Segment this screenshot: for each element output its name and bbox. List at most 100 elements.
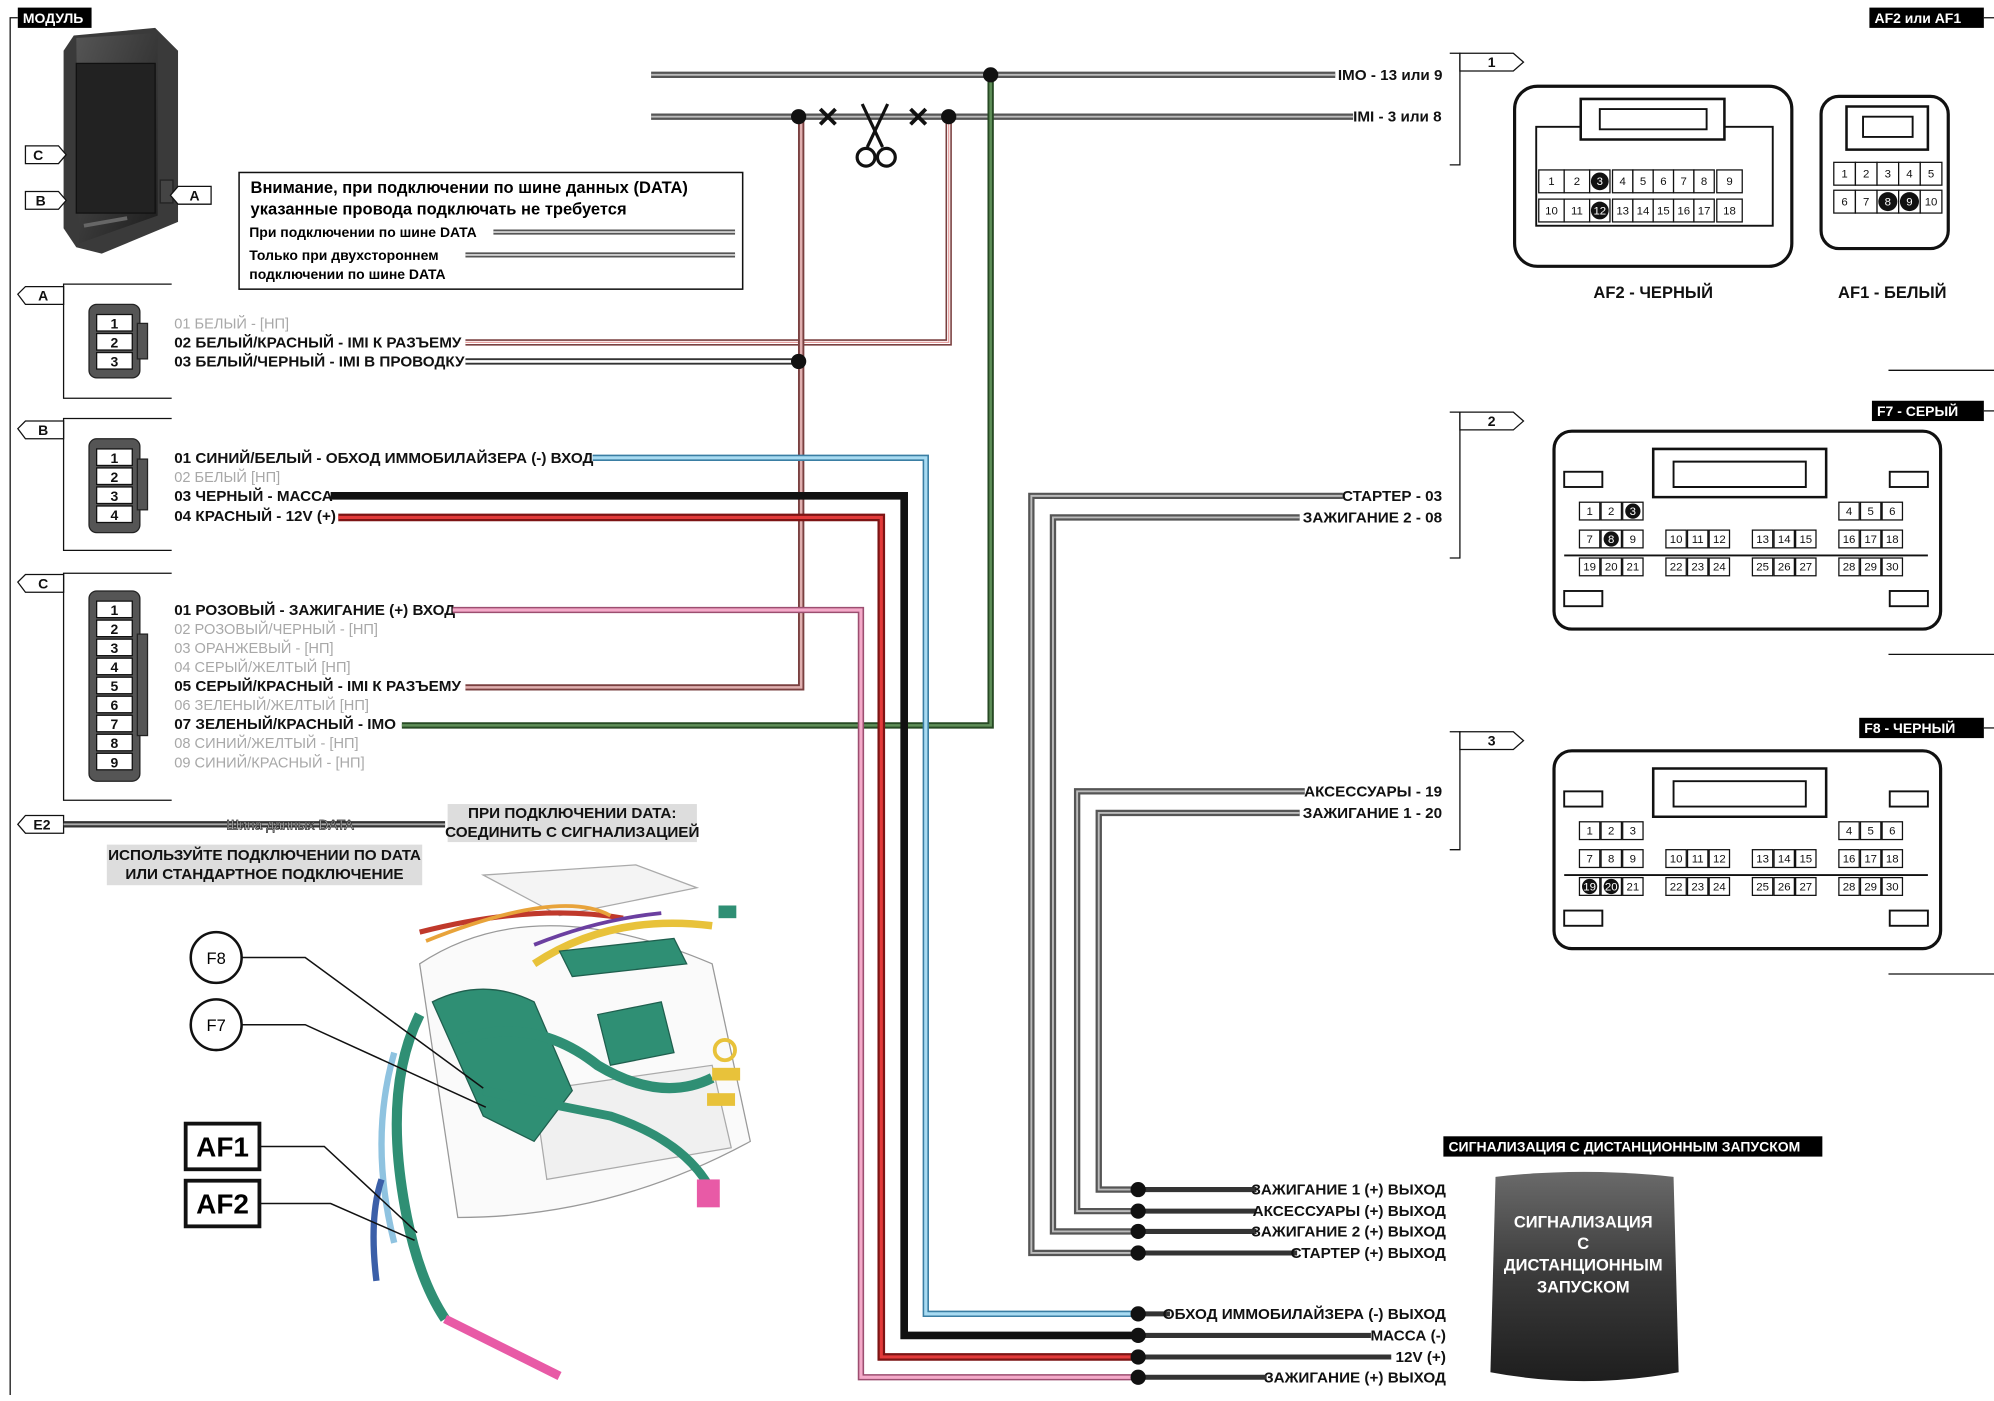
wire-c-05: 05 СЕРЫЙ/КРАСНЫЙ - IMI К РАЗЪЕМУ: [174, 677, 461, 695]
wire-ign2: [1052, 516, 1300, 1233]
notice-row1: При подключении по шине DATA: [249, 224, 476, 240]
connector-b-tag: B: [38, 422, 48, 438]
e2-note1b: СОЕДИНИТЬ С СИГНАЛИЗАЦИЕЙ: [445, 823, 699, 841]
pin-cell: [1751, 849, 1774, 869]
pin-label: 19: [1583, 881, 1596, 893]
label-ign1: ЗАЖИГАНИЕ 1 - 20: [1303, 805, 1442, 822]
dashboard-illustration: F8 F7 AF1 AF2: [183, 864, 752, 1380]
splice-dot: [1130, 1327, 1146, 1344]
pin-label: 17: [1864, 534, 1877, 546]
pin-label: 5: [1928, 169, 1934, 181]
label-ign2: ЗАЖИГАНИЕ 2 - 08: [1303, 510, 1442, 527]
left-frame: МОДУЛЬ: [9, 7, 92, 1396]
pin-label: 17: [1698, 205, 1711, 217]
pin-label: 29: [1864, 881, 1877, 893]
wire-b04: [338, 515, 1132, 1359]
pin-cell: [1838, 849, 1860, 869]
pin-label: 18: [1723, 205, 1736, 217]
wire-ign1: [1095, 809, 1300, 1193]
pin-cell: [1795, 876, 1817, 896]
pin-label: 11: [1692, 534, 1704, 546]
pin-cell: [1693, 169, 1715, 194]
pin-label: 5: [1640, 176, 1646, 188]
pin-label: 1: [1841, 169, 1847, 181]
e2-note2b: ИЛИ СТАНДАРТНОЕ ПОДКЛЮЧЕНИЕ: [125, 866, 403, 883]
e2-note1a: ПРИ ПОДКЛЮЧЕНИИ DATA:: [468, 805, 676, 822]
pin-label: 15: [1799, 534, 1812, 546]
pin-label: 1: [1548, 176, 1554, 188]
pin-label: 16: [1843, 534, 1856, 546]
pin-cell: [1751, 529, 1774, 549]
connector-c-pin: 3: [111, 640, 119, 656]
pin-label: 24: [1713, 881, 1726, 893]
splice-dot: [1130, 1181, 1146, 1198]
pin-cell: [1859, 821, 1882, 841]
wire-c07: [401, 74, 992, 727]
pin-label: 6: [1660, 176, 1666, 188]
pin-label: 27: [1799, 562, 1812, 574]
alarm-output: ЗАЖИГАНИЕ (+) ВЫХОД: [1264, 1369, 1446, 1386]
pin-cell: [1578, 501, 1601, 521]
connector-b-pin: 3: [111, 488, 119, 504]
pin-cell: [1838, 501, 1860, 521]
pin-label: 28: [1843, 562, 1856, 574]
wire-labels-b: 01 СИНИЙ/БЕЛЫЙ - ОБХОД ИММОБИЛАЙЗЕРА (-)…: [174, 449, 593, 525]
connector-e2-tag: E2: [33, 816, 50, 832]
wire-c-07: 07 ЗЕЛЕНЫЙ/КРАСНЫЙ - IMO: [174, 715, 396, 733]
pin-label: 6: [1889, 825, 1895, 837]
group-3: 3: [1488, 733, 1496, 749]
connector-c-pin: 4: [111, 659, 119, 675]
used-pin-marker: [1581, 878, 1598, 895]
wire-c-06: 06 ЗЕЛЕНЫЙ/ЖЕЛТЫЙ [НП]: [174, 696, 369, 714]
pin-label: 2: [1608, 506, 1614, 518]
notice-row2a: Только при двухстороннем: [249, 247, 438, 263]
plug-titles: AF2 или AF1 F7 - СЕРЫЙ F8 - ЧЕРНЫЙ: [1859, 7, 1994, 975]
pin-cell: [1578, 557, 1601, 577]
pin-label: 15: [1799, 853, 1812, 865]
pin-cell: [1600, 849, 1623, 869]
wire-c01: [452, 608, 1132, 1379]
used-pin-marker: [1603, 878, 1619, 895]
module-side-c: C: [33, 147, 43, 163]
pin-label: 12: [1593, 205, 1606, 217]
e2-section: Шина данных DATA ПРИ ПОДКЛЮЧЕНИИ DATA: С…: [106, 804, 699, 886]
wire-c05: [465, 116, 803, 689]
splice-dot: [1130, 1369, 1146, 1385]
module-side-b: B: [36, 192, 46, 208]
pin-cell: [1708, 557, 1731, 577]
callout-f8: F8: [207, 950, 226, 968]
pin-label: 21: [1627, 881, 1640, 893]
pin-cell: [1686, 557, 1709, 577]
pin-label: 18: [1886, 853, 1899, 865]
pin-label: 21: [1627, 562, 1640, 574]
pin-cell: [1622, 876, 1644, 896]
callout-af2: AF2: [196, 1189, 249, 1220]
alarm-output: ОБХОД ИММОБИЛАЙЗЕРА (-) ВЫХОД: [1163, 1305, 1446, 1323]
callout-f7: F7: [207, 1017, 226, 1035]
pin-label: 15: [1657, 205, 1670, 217]
pin-label: 26: [1778, 881, 1791, 893]
wire-b-01: 01 СИНИЙ/БЕЛЫЙ - ОБХОД ИММОБИЛАЙЗЕРА (-)…: [174, 449, 593, 467]
pin-label: 14: [1778, 534, 1791, 546]
pin-label: 10: [1670, 534, 1683, 546]
f8-title: F8 - ЧЕРНЫЙ: [1864, 719, 1955, 736]
pin-label: 24: [1713, 562, 1726, 574]
used-pin-marker: [1603, 531, 1619, 547]
notice-line1: Внимание, при подключении по шине данных…: [251, 179, 688, 197]
wire-c-08: 08 СИНИЙ/ЖЕЛТЫЙ - [НП]: [174, 734, 358, 752]
alarm-box-line3: ДИСТАНЦИОННЫМ: [1504, 1257, 1663, 1275]
label-imi: IMI - 3 или 8: [1353, 109, 1442, 126]
pin-label: 12: [1713, 853, 1726, 865]
pin-cell: [1622, 849, 1644, 869]
pin-label: 12: [1713, 534, 1726, 546]
pin-cell: [1881, 821, 1904, 841]
pin-cell: [1665, 529, 1687, 549]
pin-label: 25: [1756, 881, 1769, 893]
pin-cell: [1600, 501, 1623, 521]
label-acc: АКСЕССУАРЫ - 19: [1304, 783, 1442, 800]
pin-cell: [1919, 189, 1943, 214]
pin-label: 11: [1571, 205, 1583, 217]
pin-cell: [1708, 876, 1731, 896]
car-line-labels: IMO - 13 или 9 IMI - 3 или 8 СТАРТЕР - 0…: [1303, 67, 1443, 822]
